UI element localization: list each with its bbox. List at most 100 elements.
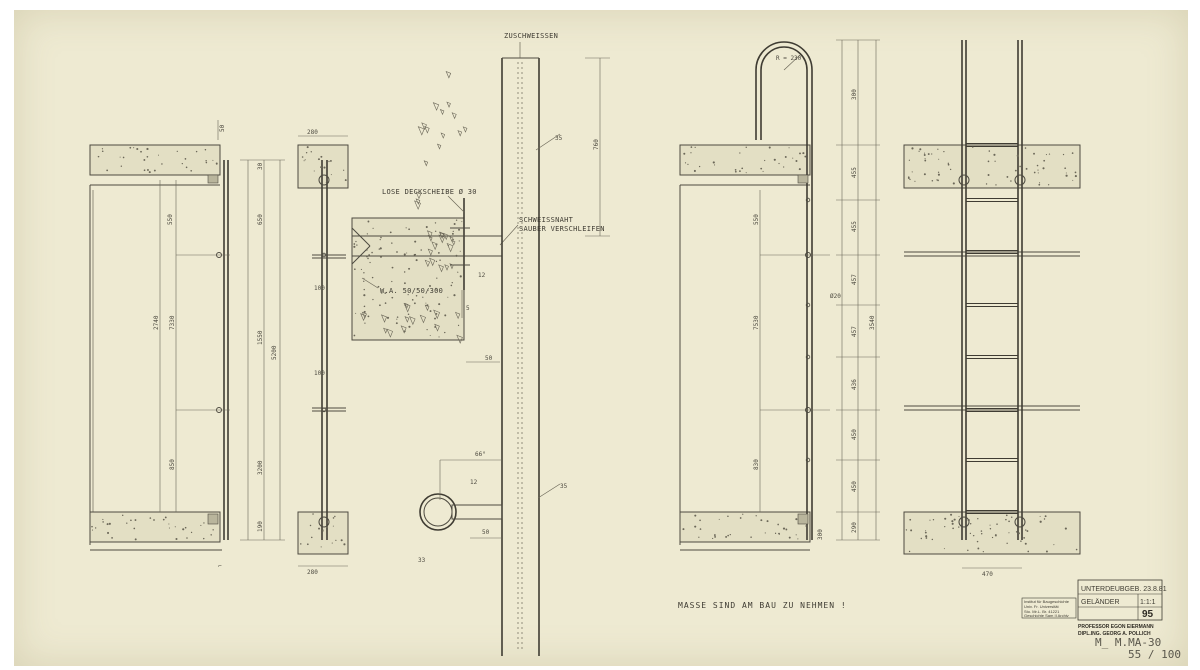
aggregate-stone	[415, 191, 422, 200]
concrete-dot	[204, 148, 207, 151]
concrete-dot	[920, 537, 923, 540]
weld-fillet-icon	[207, 513, 219, 525]
concrete-dot	[725, 535, 728, 538]
concrete-dot	[1023, 536, 1026, 539]
dim-7530: 7530	[753, 315, 760, 330]
concrete-dot	[186, 537, 188, 539]
concrete-dot	[425, 226, 428, 229]
concrete-dot	[458, 228, 461, 231]
concrete-dot	[1053, 544, 1055, 546]
concrete-dot	[391, 280, 393, 283]
concrete-dot	[1024, 542, 1027, 545]
concrete-dot	[989, 528, 992, 530]
concrete-dot	[1039, 520, 1042, 523]
concrete-dot	[925, 535, 928, 538]
concrete-dot	[306, 543, 309, 546]
detail-round: 66° 12 33 50 35	[418, 451, 568, 564]
concrete-dot	[1008, 532, 1010, 534]
concrete-dot	[436, 277, 438, 279]
concrete-dot	[434, 230, 437, 232]
concrete-dot	[1047, 184, 1050, 186]
concrete-dot	[783, 166, 785, 168]
concrete-dot	[320, 546, 322, 548]
concrete-dot	[1008, 520, 1010, 523]
ladder-rung	[965, 198, 1019, 202]
concrete-dot	[369, 261, 371, 264]
concrete-dot	[379, 239, 381, 241]
aggregate-stones	[91, 70, 1078, 553]
concrete-dot	[778, 162, 780, 165]
concrete-dot	[330, 174, 332, 176]
dim-760: 760	[593, 139, 600, 150]
concrete-dot	[205, 159, 207, 162]
concrete-dot	[734, 169, 737, 171]
concrete-dot	[411, 298, 414, 301]
concrete-dot	[455, 219, 458, 221]
section-side: 280 280 100 100	[297, 129, 349, 576]
concrete-dot	[924, 531, 927, 534]
concrete-dot	[414, 240, 417, 243]
aggregate-stone	[462, 126, 468, 133]
concrete-dot	[923, 154, 926, 156]
concrete-dot	[407, 294, 409, 296]
concrete-dot	[1075, 548, 1078, 551]
concrete-dot	[925, 530, 927, 532]
concrete-dot	[176, 150, 178, 153]
concrete-dot	[755, 515, 757, 517]
concrete-dot	[718, 518, 720, 520]
concrete-dot	[447, 244, 449, 247]
concrete-dot	[161, 163, 163, 165]
concrete-dot	[932, 518, 935, 521]
concrete-dot	[420, 249, 422, 251]
concrete-dot	[788, 147, 790, 149]
label-weld-seam-2: SAUBER VERSCHLEIFEN	[519, 225, 605, 233]
concrete-dot	[380, 236, 382, 239]
concrete-dot	[363, 305, 366, 307]
concrete-dot	[985, 183, 988, 185]
concrete-dot	[130, 519, 132, 522]
concrete-dot	[712, 537, 714, 540]
concrete-dot	[698, 536, 700, 538]
concrete-dot	[325, 182, 327, 184]
dim-300: 300	[851, 89, 858, 100]
concrete-dot	[911, 147, 914, 150]
concrete-dot	[988, 150, 991, 152]
concrete-dot	[929, 519, 931, 521]
concrete-dot	[969, 532, 972, 535]
concrete-dot	[153, 169, 156, 172]
dim-455a: 455	[851, 167, 858, 178]
concrete-dot	[427, 234, 430, 237]
concrete-dot	[120, 165, 123, 167]
dim-5200: 5200	[271, 345, 278, 360]
concrete-dot	[310, 536, 313, 539]
concrete-dot	[1006, 175, 1009, 178]
dim-436: 436	[851, 379, 858, 390]
concrete-dot	[149, 517, 152, 519]
aggregate-stone	[386, 328, 393, 338]
concrete-dot	[403, 330, 406, 333]
concrete-dot	[102, 521, 104, 523]
rung-section	[321, 252, 327, 258]
concrete-dot	[782, 527, 786, 530]
concrete-dot	[343, 169, 345, 171]
concrete-dot	[184, 526, 187, 529]
concrete-dot	[682, 528, 685, 531]
concrete-dot	[355, 312, 357, 314]
concrete-dot	[371, 251, 373, 254]
rung-section	[321, 407, 327, 413]
weld-fillet-icon	[797, 513, 809, 525]
concrete-dot	[727, 515, 729, 517]
concrete-dot	[181, 162, 183, 165]
concrete-dot	[1010, 180, 1012, 182]
dim-dia-35: 35	[560, 483, 568, 490]
concrete-dot	[406, 252, 408, 254]
aggregate-stone	[360, 313, 366, 322]
concrete-dot	[1005, 518, 1007, 521]
tb-institute-2: Univ. Fr. Universität	[1024, 604, 1059, 609]
aggregate-stone	[434, 323, 440, 332]
concrete-dot	[991, 536, 994, 539]
aggregate-stone	[439, 109, 445, 116]
concrete-dot	[729, 533, 731, 536]
concrete-dot	[451, 232, 454, 235]
